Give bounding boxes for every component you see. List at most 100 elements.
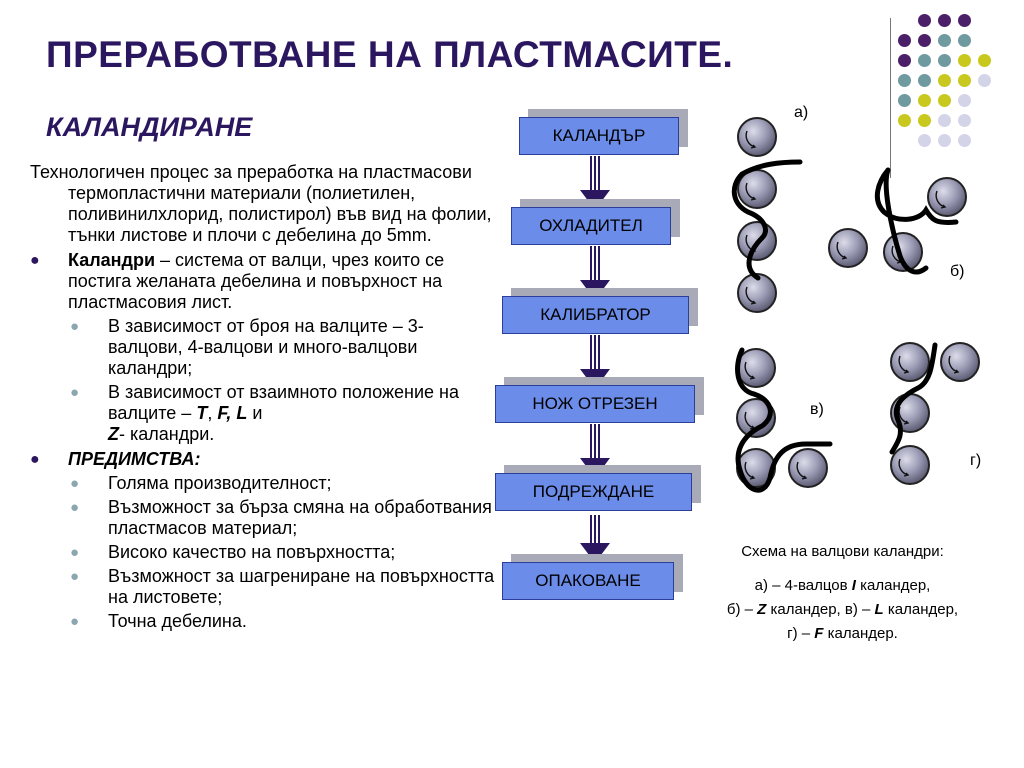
decorative-dot xyxy=(938,54,951,67)
decorative-dot xyxy=(898,54,911,67)
decorative-dot xyxy=(938,114,951,127)
decorative-dots xyxy=(898,14,1018,164)
page-subtitle: КАЛАНДИРАНЕ xyxy=(46,112,253,142)
type-z: Z xyxy=(108,424,119,444)
bullet-icon: ● xyxy=(30,252,40,269)
roll xyxy=(940,342,980,382)
decorative-dot xyxy=(958,54,971,67)
decorative-dot xyxy=(898,74,911,87)
advantage-text: Точна дебелина. xyxy=(108,611,247,631)
caption-line-1: а) – 4-валцов I каландер, xyxy=(670,574,1015,598)
roll xyxy=(828,228,868,268)
type-f-l: F, L xyxy=(217,403,248,423)
decorative-dot xyxy=(958,74,971,87)
calender-diagrams xyxy=(731,117,980,493)
page-title: ПРЕРАБОТВАНЕ НА ПЛАСТМАСИТЕ. xyxy=(46,34,734,75)
sub-bullet-icon: ● xyxy=(70,544,80,561)
label-g: г) xyxy=(970,452,982,469)
decorative-dot xyxy=(918,134,931,147)
advantage-item: ● Точна дебелина. xyxy=(30,611,495,632)
decorative-dot xyxy=(938,14,951,27)
decorative-dot xyxy=(898,94,911,107)
roll xyxy=(788,448,828,488)
decorative-dot xyxy=(958,34,971,47)
decorative-dot xyxy=(918,34,931,47)
decorative-dot xyxy=(918,94,931,107)
bullet-icon: ● xyxy=(30,451,40,468)
decorative-dot xyxy=(938,34,951,47)
decorative-dot xyxy=(958,134,971,147)
caption-text: б) – xyxy=(726,601,758,618)
decorative-dot xyxy=(978,54,991,67)
flow-step-calibrator: КАЛИБРАТОР xyxy=(502,296,689,334)
caption-line-2: б) – Z каландер, в) – L каландер, xyxy=(670,598,1015,622)
roll xyxy=(737,117,777,157)
sub-bullet-count: ● В зависимост от броя на валците – 3-ва… xyxy=(30,316,495,379)
sub-bullet-icon: ● xyxy=(70,318,80,335)
roll xyxy=(890,342,930,382)
label-v: в) xyxy=(810,401,824,418)
caption-text: каландер. xyxy=(823,625,898,642)
calenders-text: – система от валци, чрез които се постиг… xyxy=(68,250,445,312)
decorative-dot xyxy=(918,114,931,127)
advantage-text: Голяма производителност; xyxy=(108,473,332,493)
count-text: В зависимост от броя на валците – 3-валц… xyxy=(108,316,424,378)
decorative-dot xyxy=(918,74,931,87)
flow-arrows xyxy=(580,156,610,563)
sub-bullet-icon: ● xyxy=(70,613,80,630)
decorative-dot xyxy=(938,94,951,107)
diagram-b-z-calender xyxy=(828,167,967,275)
caption-title: Схема на валцови каландри: xyxy=(741,543,944,560)
decorative-dot xyxy=(898,114,911,127)
caption-text: г) – xyxy=(787,625,815,642)
caption-text: каландер, xyxy=(855,577,931,594)
roll xyxy=(890,445,930,485)
advantage-text: Високо качество на повърхността; xyxy=(108,542,396,562)
caption-text: каландер, xyxy=(883,601,959,618)
position-post: - каландри. xyxy=(119,424,215,444)
position-sep: , xyxy=(207,403,218,423)
bullet-advantages: ● ПРЕДИМСТВА: xyxy=(30,449,495,470)
flow-step-cooler: ОХЛАДИТЕЛ xyxy=(511,207,671,245)
sub-bullet-icon: ● xyxy=(70,475,80,492)
decorative-dot xyxy=(918,54,931,67)
decorative-dot xyxy=(958,94,971,107)
flow-arrow xyxy=(590,156,600,192)
flow-arrow xyxy=(590,424,600,460)
decorative-dot xyxy=(938,74,951,87)
sub-bullet-icon: ● xyxy=(70,568,80,585)
advantages-title: ПРЕДИМСТВА: xyxy=(68,449,201,469)
flow-step-calender: КАЛАНДЪР xyxy=(519,117,679,155)
flow-step-cutter: НОЖ ОТРЕЗЕН xyxy=(495,385,695,423)
caption-type: F xyxy=(814,625,824,642)
term-calenders: Каландри xyxy=(68,250,156,270)
advantage-item: ● Възможност за шагрениране на повърхнос… xyxy=(30,566,495,608)
sub-bullet-icon: ● xyxy=(70,384,80,401)
caption-text: а) – 4-валцов xyxy=(754,577,852,594)
flow-arrow xyxy=(590,515,600,545)
advantage-item: ● Високо качество на повърхността; xyxy=(30,542,495,563)
flow-arrow xyxy=(590,335,600,371)
label-b: б) xyxy=(950,263,965,280)
intro-paragraph: Технологичен процес за преработка на пла… xyxy=(30,162,492,245)
caption-line-3: г) – F каландер. xyxy=(670,622,1015,646)
sub-bullet-icon: ● xyxy=(70,499,80,516)
decorative-dot xyxy=(958,114,971,127)
decorative-divider xyxy=(890,18,891,178)
flow-arrow xyxy=(590,246,600,282)
main-text: Технологичен процес за преработка на пла… xyxy=(30,162,495,632)
label-a: а) xyxy=(794,104,809,121)
sub-bullet-position: ● В зависимост от взаимното положение на… xyxy=(30,382,495,445)
decorative-dot xyxy=(958,14,971,27)
position-pre: В зависимост от взаимното положение на в… xyxy=(108,382,459,423)
advantage-item: ● Голяма производителност; xyxy=(30,473,495,494)
bullet-calenders: ● Каландри – система от валци, чрез коит… xyxy=(30,250,495,313)
decorative-dot xyxy=(978,74,991,87)
caption-type: I xyxy=(851,577,856,594)
decorative-dot xyxy=(918,14,931,27)
diagram-v-l-calender xyxy=(735,347,833,493)
type-t: T xyxy=(196,403,208,423)
flow-step-stacking: ПОДРЕЖДАНЕ xyxy=(495,473,692,511)
caption-type: L xyxy=(874,601,884,618)
decorative-dot xyxy=(938,134,951,147)
